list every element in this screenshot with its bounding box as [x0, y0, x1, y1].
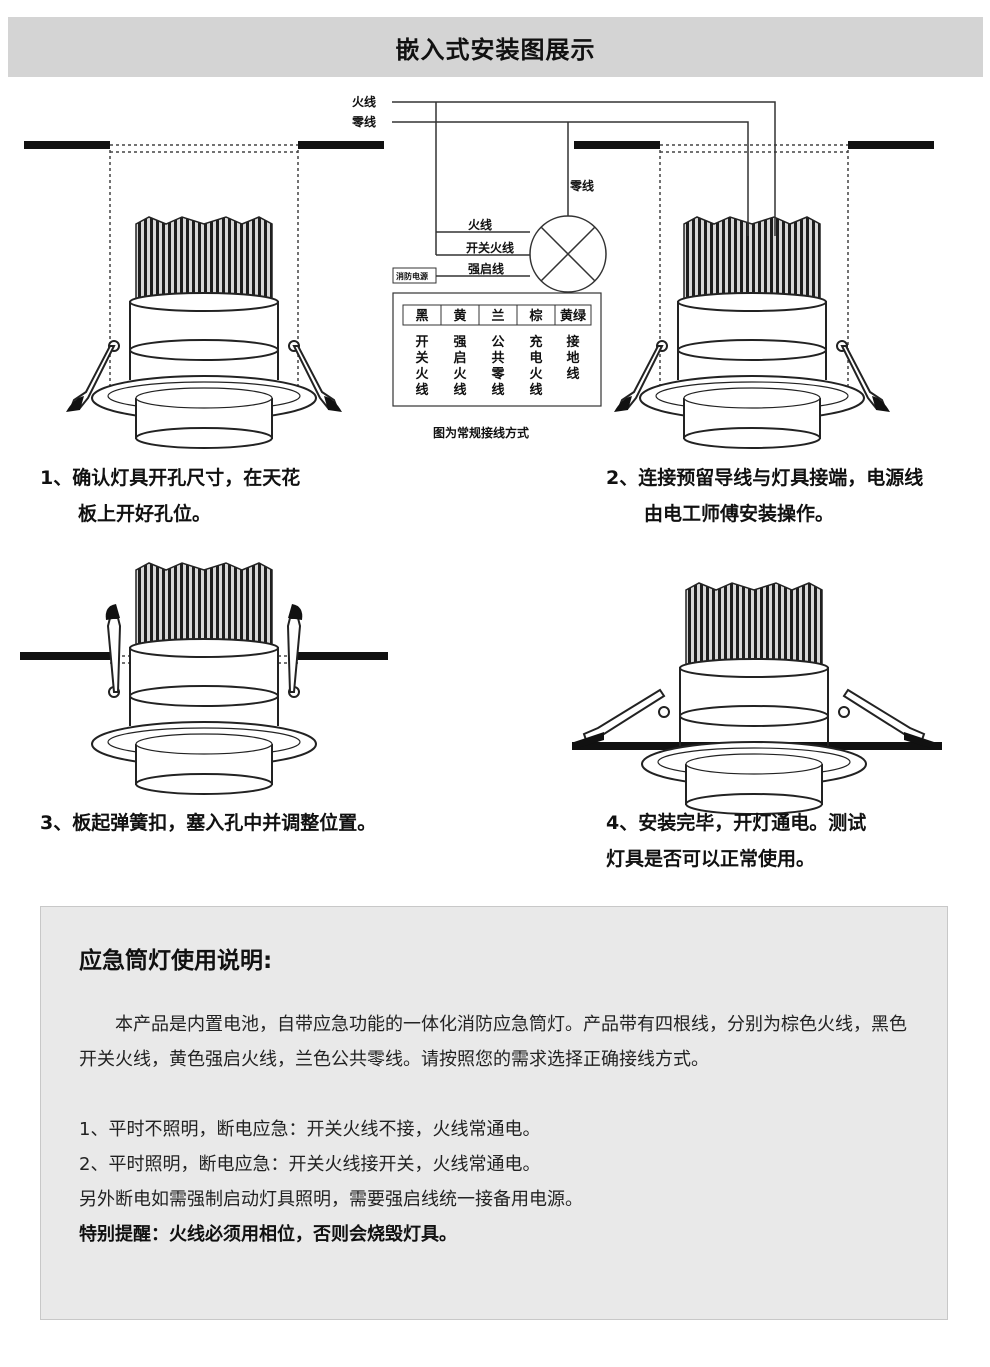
lamp-live-label: 火线: [468, 217, 492, 232]
color-table-cell: 电: [529, 350, 542, 366]
usage-notes-panel: 应急筒灯使用说明: 本产品是内置电池，自带应急功能的一体化消防应急筒灯。产品带有…: [40, 906, 948, 1320]
step1-illustration: [24, 141, 384, 449]
color-table-cell: 线: [453, 382, 466, 398]
color-table-header: 黄绿: [560, 308, 587, 324]
color-table-header: 兰: [491, 308, 504, 324]
wiring-schematic: 火线 零线 零线 火线 开关火线 强启线 消防电源 黑开关火线黄强启火线兰公共零…: [351, 94, 607, 440]
step3-line1: 3、板起弹簧扣，塞入孔中并调整位置。: [40, 812, 377, 834]
color-table-cell: 接: [566, 334, 579, 350]
notes-title: 应急筒灯使用说明:: [79, 948, 273, 974]
notes-warning: 特别提醒：火线必须用相位，否则会烧毁灯具。: [79, 1224, 457, 1245]
color-table-cell: 线: [491, 382, 504, 398]
notes-item-2: 2、平时照明，断电应急：开关火线接开关，火线常通电。: [79, 1154, 541, 1175]
notes-body: 本产品是内置电池，自带应急功能的一体化消防应急筒灯。产品带有四根线，分别为棕色火…: [79, 1007, 909, 1252]
switch-live-label: 开关火线: [466, 240, 514, 255]
step1-text: 1、确认灯具开孔尺寸，在天花 板上开好孔位。: [40, 460, 300, 532]
step1-line2: 板上开好孔位。: [78, 503, 212, 525]
step4-text: 4、安装完毕，开灯通电。测试 灯具是否可以正常使用。: [606, 805, 866, 877]
step2-text: 2、连接预留导线与灯具接端，电源线 由电工师傅安装操作。: [606, 460, 923, 532]
step3-illustration: [20, 562, 388, 795]
neutral-wire-label: 零线: [351, 114, 376, 129]
notes-intro: 本产品是内置电池，自带应急功能的一体化消防应急筒灯。产品带有四根线，分别为棕色火…: [79, 1014, 907, 1070]
color-table-cell: 火: [415, 367, 429, 382]
color-table-cell: 充: [529, 334, 542, 350]
page-title: 嵌入式安装图展示: [395, 35, 596, 64]
header-bar: 嵌入式安装图展示: [8, 17, 983, 77]
lamp-neutral-label: 零线: [569, 178, 594, 193]
color-table-cell: 公: [491, 335, 504, 350]
color-table-cell: 火: [453, 367, 467, 382]
notes-extra: 另外断电如需强制启动灯具照明，需要强启线统一接备用电源。: [79, 1189, 583, 1210]
color-table-header: 棕: [528, 308, 542, 324]
wiring-caption: 图为常规接线方式: [433, 425, 529, 440]
ceiling-right: [298, 141, 384, 149]
color-table-cell: 强: [453, 335, 466, 350]
installation-diagram: 火线 零线 零线 火线 开关火线 强启线 消防电源 黑开关火线黄强启火线兰公共零…: [20, 94, 942, 815]
color-table-cell: 地: [566, 350, 579, 366]
color-table-header: 黄: [453, 308, 466, 324]
step4-line2: 灯具是否可以正常使用。: [606, 848, 816, 870]
color-table-cell: 零: [490, 367, 505, 382]
color-table-cell: 线: [529, 382, 542, 398]
step3-text: 3、板起弹簧扣，塞入孔中并调整位置。: [40, 805, 376, 841]
color-table-cell: 线: [415, 382, 428, 398]
step2-illustration: [408, 101, 934, 449]
step1-line1: 1、确认灯具开孔尺寸，在天花: [40, 467, 301, 489]
color-table-header: 黑: [415, 309, 428, 324]
step2-line2: 由电工师傅安装操作。: [644, 503, 835, 525]
color-table-cell: 启: [453, 350, 466, 366]
step4-line1: 4、安装完毕，开灯通电。测试: [606, 812, 867, 834]
step2-line1: 2、连接预留导线与灯具接端，电源线: [606, 467, 924, 489]
step4-illustration: [572, 582, 942, 815]
color-table-cell: 关: [415, 350, 428, 366]
color-table-cell: 火: [529, 367, 543, 382]
color-table-cell: 开: [415, 335, 428, 350]
color-table-cell: 线: [566, 366, 579, 382]
ceiling-left: [24, 141, 110, 149]
live-wire-label: 火线: [352, 94, 376, 109]
color-table-cell: 共: [491, 350, 504, 366]
notes-item-1: 1、平时不照明，断电应急：开关火线不接，火线常通电。: [79, 1119, 541, 1140]
fire-power-label: 消防电源: [396, 271, 428, 281]
force-start-label: 强启线: [468, 261, 504, 276]
